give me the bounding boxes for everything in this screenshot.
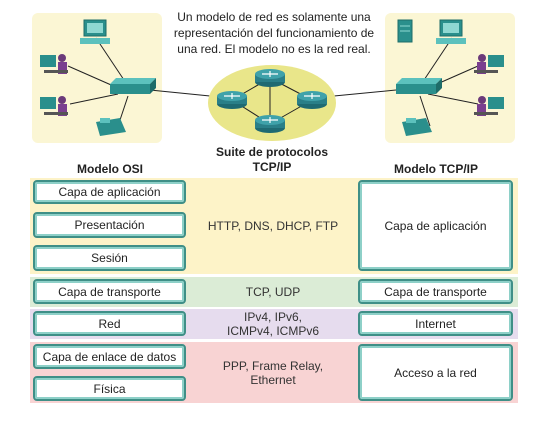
protocols-transport-label: TCP, UDP bbox=[245, 285, 301, 299]
user-workstation-icon bbox=[40, 54, 68, 74]
suite-heading: Suite de protocolos TCP/IP bbox=[196, 145, 348, 175]
tcpip-heading: Modelo TCP/IP bbox=[394, 162, 478, 176]
protocols-network-line: IPv4, IPv6, bbox=[243, 310, 303, 324]
router-icon bbox=[255, 115, 285, 133]
caption-line: Un modelo de red es solamente una bbox=[177, 10, 371, 24]
osi-layer-presentation: Presentación bbox=[33, 212, 186, 238]
osi-layer-application: Capa de aplicación bbox=[33, 180, 186, 204]
osi-heading: Modelo OSI bbox=[77, 162, 143, 176]
tcpip-layer-application: Capa de aplicación bbox=[358, 180, 513, 271]
user-workstation-icon bbox=[474, 54, 504, 74]
osi-layer-session: Sesión bbox=[33, 245, 186, 271]
tcpip-layer-internet: Internet bbox=[358, 311, 513, 336]
caption-text: Un modelo de red es solamente una repres… bbox=[168, 9, 380, 57]
switch-icon bbox=[110, 78, 156, 94]
suite-heading-line: TCP/IP bbox=[252, 160, 292, 174]
router-icon bbox=[255, 69, 285, 87]
protocols-transport: TCP, UDP bbox=[190, 277, 356, 307]
protocols-access-line: PPP, Frame Relay, bbox=[222, 358, 324, 373]
switch-icon bbox=[396, 78, 442, 94]
protocols-application-label: HTTP, DNS, DHCP, FTP bbox=[207, 219, 339, 233]
tcpip-layer-network-access: Acceso a la red bbox=[358, 344, 513, 401]
server-icon bbox=[397, 19, 413, 43]
osi-layer-data-link: Capa de enlace de datos bbox=[33, 344, 186, 369]
protocols-access: PPP, Frame Relay, Ethernet bbox=[190, 342, 356, 403]
router-icon bbox=[217, 91, 247, 109]
desktop-computer-icon bbox=[436, 19, 466, 44]
desktop-computer-icon bbox=[80, 19, 110, 44]
user-workstation-icon bbox=[40, 96, 68, 116]
wan-cloud bbox=[208, 65, 336, 141]
osi-layer-physical: Física bbox=[33, 376, 186, 401]
osi-layer-network: Red bbox=[33, 311, 186, 336]
caption-line: representación del funcionamiento de bbox=[173, 26, 375, 40]
ip-phone-icon bbox=[96, 118, 126, 136]
network-illustration bbox=[40, 19, 504, 141]
user-workstation-icon bbox=[474, 96, 504, 116]
caption-line: una red. El modelo no es la red real. bbox=[177, 42, 371, 56]
suite-heading-line: Suite de protocolos bbox=[215, 145, 328, 159]
protocols-network: IPv4, IPv6, ICMPv4, ICMPv6 bbox=[190, 309, 356, 339]
protocols-network-line: ICMPv4, ICMPv6 bbox=[226, 324, 319, 338]
router-icon bbox=[297, 91, 327, 109]
tcpip-layer-transport: Capa de transporte bbox=[358, 279, 513, 304]
osi-layer-transport: Capa de transporte bbox=[33, 279, 186, 304]
ip-phone-icon bbox=[402, 118, 432, 136]
protocols-access-line: Ethernet bbox=[250, 372, 296, 387]
protocols-application: HTTP, DNS, DHCP, FTP bbox=[190, 178, 356, 274]
